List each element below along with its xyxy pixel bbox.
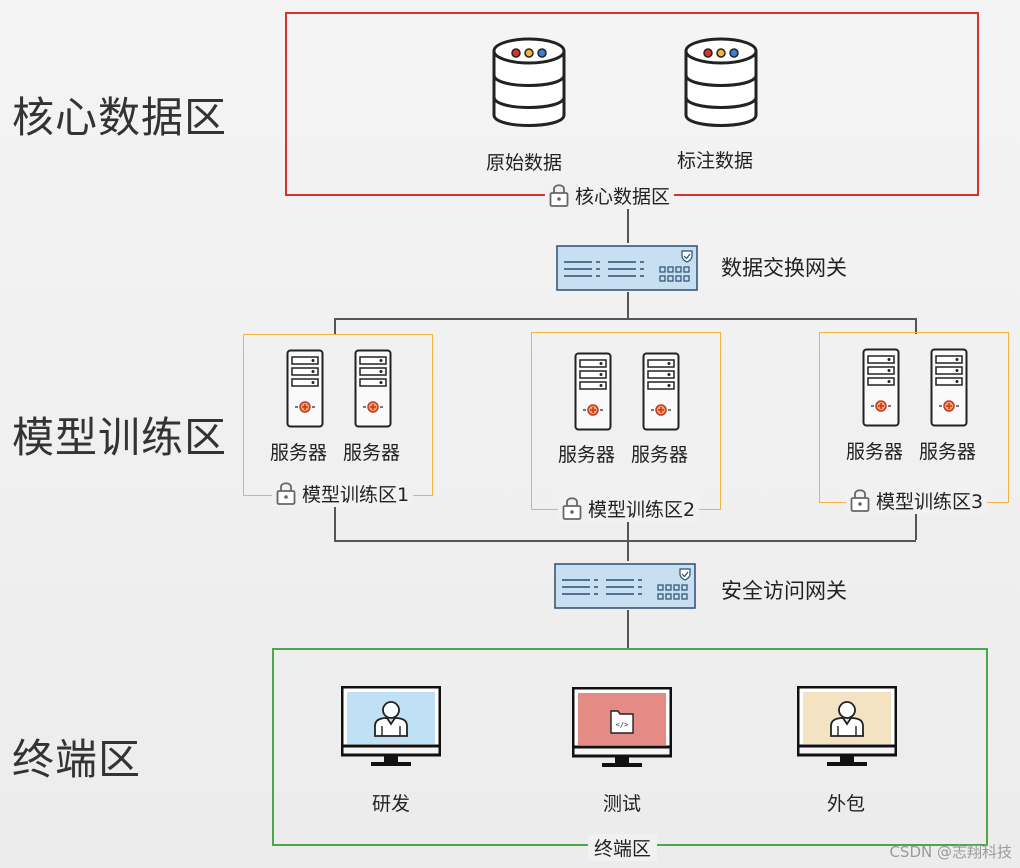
- connector-top-bus: [334, 318, 916, 320]
- connector-bus-left-up: [334, 496, 336, 540]
- server-icon: [286, 349, 324, 428]
- core-item-labeled-data: 标注数据: [677, 150, 754, 172]
- connector-bus-right-down: [915, 318, 917, 334]
- terminal-item-outsourcing: 外包: [827, 793, 866, 815]
- training-2-server-1-label: 服务器: [558, 444, 616, 466]
- connector-bottom-bus: [334, 540, 916, 542]
- training-zone-3-tag-label: 模型训练区3: [876, 491, 984, 513]
- training-zone-1-box: [243, 334, 433, 496]
- training-zone-1-tag: 模型训练区1: [272, 480, 414, 507]
- terminal-zone-tag: 终端区: [588, 834, 658, 861]
- training-zone-1-tag-label: 模型训练区1: [302, 484, 410, 506]
- training-3-server-2-label: 服务器: [919, 441, 977, 463]
- connector-bus-right-up: [915, 503, 917, 540]
- database-icon: [684, 37, 758, 127]
- lock-icon: [850, 489, 870, 512]
- connector-exchange-down: [627, 292, 629, 318]
- training-3-server-1-label: 服务器: [846, 441, 904, 463]
- connector-core-to-exchange: [627, 205, 629, 243]
- training-1-server-2-label: 服务器: [343, 442, 401, 464]
- zone-title-terminal: 终端区: [12, 735, 142, 784]
- zone-title-training: 模型训练区: [12, 413, 228, 462]
- terminal-zone-tag-label: 终端区: [594, 838, 652, 860]
- server-icon: [354, 349, 392, 428]
- terminal-item-test: 测试: [603, 793, 642, 815]
- connector-bus-to-access: [627, 515, 629, 561]
- exchange-gateway-label: 数据交换网关: [721, 256, 847, 280]
- folder-icon: </>: [610, 710, 634, 734]
- firewall-gateway-icon: [554, 563, 696, 609]
- monitor-icon: </>: [572, 687, 672, 769]
- training-zone-3-box: [819, 332, 1009, 503]
- server-icon: [862, 348, 900, 427]
- lock-icon: [562, 497, 582, 520]
- zone-title-core: 核心数据区: [12, 93, 228, 142]
- training-zone-3-tag: 模型训练区3: [846, 487, 988, 514]
- training-2-server-2-label: 服务器: [631, 444, 689, 466]
- watermark: CSDN @志翔科技: [889, 843, 1012, 861]
- server-icon: [930, 348, 968, 427]
- training-zone-2-tag-label: 模型训练区2: [588, 499, 696, 521]
- database-icon: [492, 37, 566, 127]
- core-zone-box: [285, 12, 979, 196]
- server-icon: [574, 352, 612, 431]
- core-zone-tag: 核心数据区: [545, 182, 675, 209]
- training-1-server-1-label: 服务器: [270, 442, 328, 464]
- firewall-gateway-icon: [556, 245, 698, 291]
- monitor-icon: [341, 686, 441, 768]
- lock-icon: [549, 184, 569, 207]
- terminal-item-rd: 研发: [372, 793, 411, 815]
- core-zone-tag-label: 核心数据区: [575, 186, 671, 208]
- core-item-raw-data: 原始数据: [486, 152, 563, 174]
- training-zone-2-tag: 模型训练区2: [558, 495, 700, 522]
- training-zone-2-box: [531, 332, 721, 510]
- lock-icon: [276, 482, 296, 505]
- svg-text:</>: </>: [616, 721, 629, 729]
- monitor-icon: [797, 686, 897, 768]
- server-icon: [642, 352, 680, 431]
- access-gateway-label: 安全访问网关: [721, 579, 847, 603]
- connector-access-to-terminal: [627, 610, 629, 648]
- connector-bus-left-down: [334, 318, 336, 334]
